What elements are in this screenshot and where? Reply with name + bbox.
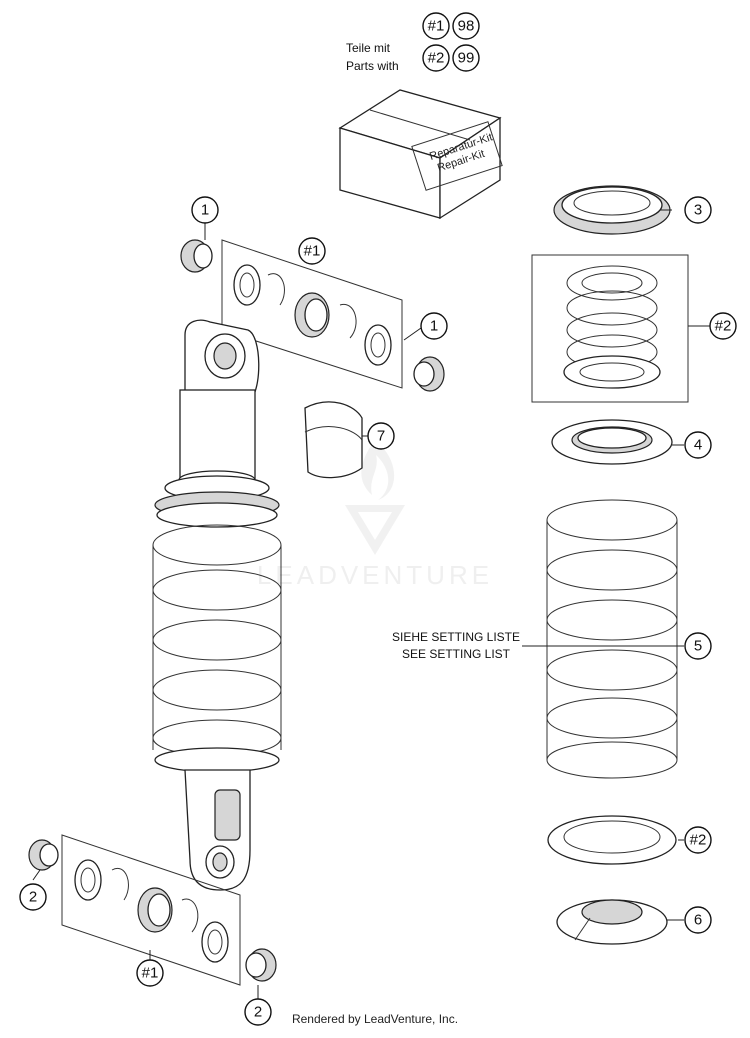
callout-5-text: 5 <box>694 638 702 655</box>
callout-kit2-washer: #2 <box>684 826 712 854</box>
callout-6: 6 <box>684 906 712 934</box>
callout-kit1-top-text: #1 <box>304 243 321 260</box>
leader-lines <box>32 209 710 1000</box>
callout-kit2-washer-text: #2 <box>690 832 707 849</box>
callout-1-top-text: 1 <box>201 202 209 219</box>
footer-credit: Rendered by LeadVenture, Inc. <box>291 1012 459 1026</box>
callout-3-text: 3 <box>694 202 702 219</box>
callout-2-bottom-text: 2 <box>254 1004 262 1021</box>
callout-1-right-text: 1 <box>430 318 438 335</box>
kit1-code: #1 <box>428 18 445 35</box>
kit1-number: 98 <box>458 18 475 35</box>
callout-kit1-top: #1 <box>298 237 326 265</box>
callout-4: 4 <box>684 431 712 459</box>
callout-6-text: 6 <box>694 912 702 929</box>
main-spring <box>546 499 678 779</box>
callout-7-text: 7 <box>377 428 385 445</box>
callout-4-text: 4 <box>694 437 702 454</box>
shock-absorber <box>152 319 282 891</box>
kit2-code: #2 <box>428 50 445 67</box>
adjuster-ring <box>553 185 671 235</box>
callout-1-top: 1 <box>191 196 219 224</box>
parts-with-label: Parts with <box>346 59 399 73</box>
callout-2-left-text: 2 <box>29 889 37 906</box>
spring-retainer <box>556 899 668 945</box>
callout-5: 5 <box>684 632 712 660</box>
watermark-text: LEADVENTURE <box>257 560 493 590</box>
callout-kit1-bottom-text: #1 <box>142 965 159 982</box>
callout-kit2-springs: #2 <box>709 312 737 340</box>
callout-7: 7 <box>367 422 395 450</box>
setting-note-en: SEE SETTING LIST <box>402 647 511 661</box>
callout-kit2-springs-text: #2 <box>715 318 732 335</box>
upper-bearing-kit <box>180 239 445 392</box>
callout-2-bottom: 2 <box>244 998 272 1026</box>
repair-kit-box: Reparatur-Kit Repair-Kit <box>338 89 503 220</box>
teile-mit-label: Teile mit <box>346 41 391 55</box>
spring-seat <box>551 419 673 465</box>
callout-1-right: 1 <box>420 312 448 340</box>
watermark-logo: LEADVENTURE <box>257 440 493 590</box>
setting-note: SIEHE SETTING LISTE SEE SETTING LIST <box>392 630 520 661</box>
part-7-sleeve <box>304 401 363 479</box>
spring-kit-box <box>531 254 689 403</box>
callout-2-left: 2 <box>19 883 47 911</box>
callout-kit1-bottom: #1 <box>136 959 164 987</box>
spring-washer <box>547 815 677 865</box>
setting-note-de: SIEHE SETTING LISTE <box>392 630 520 644</box>
lower-bearing-kit <box>28 834 277 986</box>
kit-legend: Teile mit Parts with #1 98 #2 99 <box>346 12 480 73</box>
callout-3: 3 <box>684 196 712 224</box>
kit2-number: 99 <box>458 50 475 67</box>
